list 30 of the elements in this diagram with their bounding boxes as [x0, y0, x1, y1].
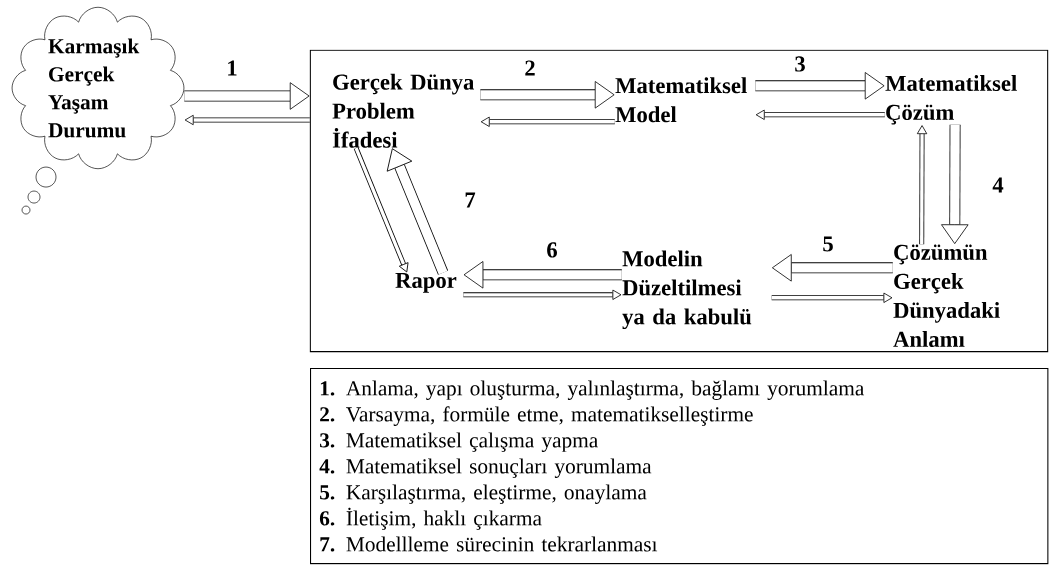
stage-label: Çözümün Gerçek Dünyadaki Anlamı	[893, 244, 1000, 347]
edge-label: 5	[821, 235, 835, 253]
edge-label: 4	[991, 176, 1005, 194]
stage-label: Modelin Düzeltilmesi ya da kabulü	[622, 250, 752, 330]
thought-cloud: Karmaşık Gerçek Yaşam Durumu	[11, 6, 185, 215]
edge-label: 2	[523, 59, 537, 77]
thin-arrow	[916, 125, 928, 245]
block-arrow	[480, 81, 615, 109]
edge-label: 1	[225, 59, 239, 77]
edge-label: 6	[545, 241, 559, 259]
block-arrow	[941, 124, 969, 245]
thin-arrow	[480, 116, 615, 127]
frame-box	[309, 49, 1049, 353]
block-arrow	[771, 254, 893, 282]
edge-label: 3	[793, 55, 807, 73]
edge-label: 7	[463, 191, 477, 209]
stage-label: Gerçek Dünya Problem İfadesi	[332, 73, 474, 148]
key-box: 1. Anlama, yapı oluşturma, yalınlaştırma, bağlamı yorumlama 2. Varsayma, formüle etme, matematikselleştirme 3. Matematiksel çalışma yapma 4. Matematiksel sonuçları yorumlama 5. Karşılaştırma, eleştirme, onaylama 6. İletişim, haklı çıkarma 7. Modellleme sürecinin tekrarlanması	[310, 368, 1049, 565]
thin-arrow	[353, 147, 409, 273]
stage-label: Matematiksel Çözüm	[885, 75, 1017, 125]
block-arrow	[184, 82, 310, 110]
stage-label: Matematiksel Model	[615, 77, 747, 123]
thin-arrow	[463, 289, 622, 300]
block-arrow	[386, 148, 449, 275]
stage-label: Rapor	[395, 272, 457, 293]
thin-arrow	[771, 292, 893, 303]
block-arrow	[463, 261, 622, 289]
block-arrow	[755, 72, 885, 100]
thin-arrow	[755, 109, 885, 120]
thin-arrow	[184, 114, 310, 126]
